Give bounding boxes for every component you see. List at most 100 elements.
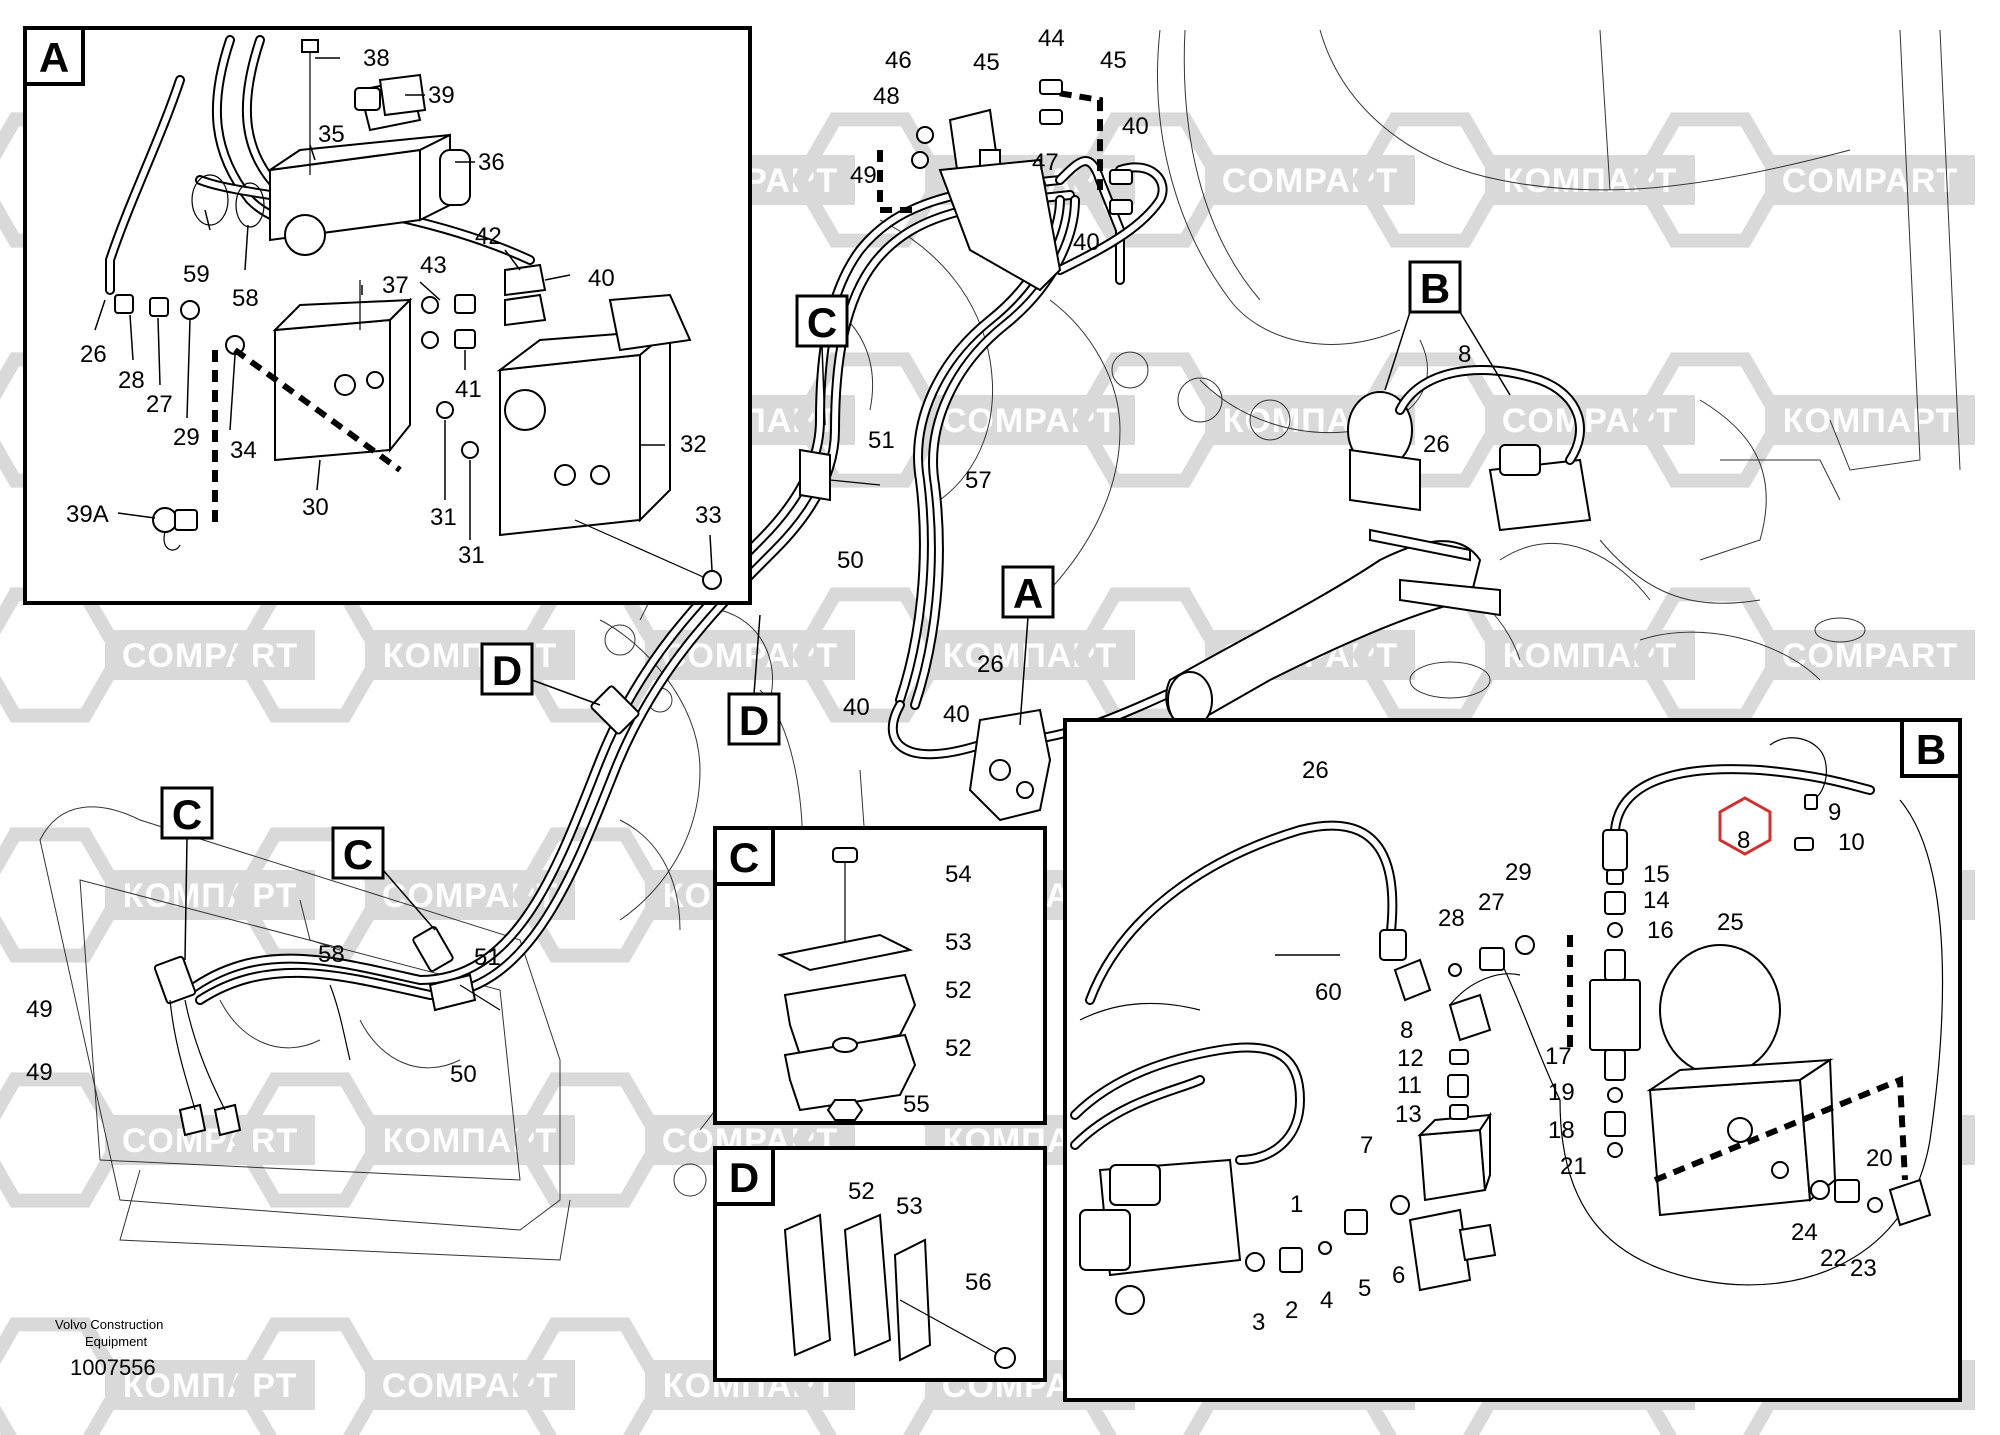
callout-b: B (1420, 265, 1450, 312)
label-50a: 50 (837, 547, 864, 574)
label-44: 44 (1038, 25, 1065, 52)
label-11: 11 (1397, 1072, 1422, 1099)
label-9: 9 (1828, 799, 1841, 826)
watermark-text: COMPART (122, 637, 298, 675)
label-26d: 26 (1302, 757, 1329, 784)
label-27b: 27 (1478, 889, 1505, 916)
upper-fittings (877, 79, 1133, 292)
part-labels: 38 39 35 36 59 58 42 43 40 37 26 28 27 2… (26, 25, 1893, 1336)
label-54: 54 (945, 861, 972, 888)
label-4: 4 (1320, 1287, 1333, 1314)
label-56: 56 (965, 1269, 992, 1296)
inset-a: A (23, 26, 752, 605)
label-52a: 52 (945, 977, 972, 1004)
label-14: 14 (1643, 887, 1670, 914)
label-49b: 49 (26, 996, 53, 1023)
label-22: 22 (1820, 1245, 1847, 1272)
watermark-badge: КОМПАРТ (791, 587, 1135, 723)
label-43: 43 (420, 252, 447, 279)
inset-d: D (713, 1146, 1047, 1382)
callout-a: A (1013, 570, 1043, 617)
inset-a-letter: A (39, 34, 69, 81)
inset-d-letter: D (729, 1154, 759, 1201)
label-36: 36 (478, 149, 505, 176)
label-40e: 40 (943, 701, 970, 728)
label-40b: 40 (1122, 113, 1149, 140)
label-60: 60 (1315, 979, 1342, 1006)
footer-doc-number: 1007556 (70, 1355, 156, 1380)
label-33: 33 (695, 502, 722, 529)
label-31b: 31 (458, 542, 485, 569)
label-20: 20 (1866, 1145, 1893, 1172)
watermark-badge: COMPART (1631, 587, 1975, 723)
label-45b: 45 (1100, 47, 1127, 74)
label-39: 39 (428, 82, 455, 109)
label-35: 35 (318, 121, 345, 148)
label-8a: 8 (1458, 341, 1471, 368)
watermark-badge: COMPART (1631, 112, 1975, 248)
label-50b: 50 (450, 1061, 477, 1088)
callout-c-lower-mid: C (343, 831, 373, 878)
label-45a: 45 (973, 49, 1000, 76)
label-26a: 26 (80, 341, 107, 368)
callout-d-mid: D (739, 697, 769, 744)
label-58a: 58 (232, 285, 259, 312)
label-38: 38 (363, 45, 390, 72)
label-49a: 49 (850, 162, 877, 189)
label-32: 32 (680, 431, 707, 458)
footer-company-line2: Equipment (85, 1334, 148, 1349)
label-48: 48 (873, 83, 900, 110)
leader-lines (94, 57, 1340, 956)
watermark-text: COMPART (1782, 637, 1958, 675)
label-31a: 31 (430, 504, 457, 531)
watermark-text: COMPART (122, 1122, 298, 1160)
label-49c: 49 (26, 1059, 53, 1086)
watermark-badge: КОМПАРТ (1631, 352, 1975, 488)
label-37: 37 (382, 272, 409, 299)
label-1: 1 (1290, 1191, 1303, 1218)
callout-c-top: C (807, 299, 837, 346)
label-42: 42 (475, 223, 502, 250)
label-17: 17 (1545, 1043, 1572, 1070)
inset-c: C (713, 826, 1047, 1125)
highlight-hexagon (1718, 796, 1772, 856)
label-24: 24 (1791, 1219, 1818, 1246)
label-27a: 27 (146, 391, 173, 418)
watermark-text: КОМПАРТ (123, 1367, 298, 1405)
label-15: 15 (1643, 861, 1670, 888)
watermark-text: КОМПАРТ (123, 877, 298, 915)
callout-d-lower: D (492, 647, 522, 694)
label-52c: 52 (848, 1178, 875, 1205)
footer-company-line1: Volvo Construction (55, 1317, 163, 1332)
label-2: 2 (1285, 1297, 1298, 1324)
label-21: 21 (1560, 1153, 1587, 1180)
label-3: 3 (1252, 1309, 1265, 1336)
label-19: 19 (1548, 1079, 1575, 1106)
label-13: 13 (1395, 1101, 1422, 1128)
label-46: 46 (885, 47, 912, 74)
watermark-badge: COMPART (0, 1072, 315, 1208)
label-41: 41 (455, 376, 482, 403)
footer: Volvo Construction Equipment 1007556 (55, 1317, 163, 1380)
label-18: 18 (1548, 1117, 1575, 1144)
label-23: 23 (1850, 1255, 1877, 1282)
label-40d: 40 (843, 694, 870, 721)
watermark-badge: КОМПАРТ (231, 1072, 575, 1208)
label-28b: 28 (1438, 905, 1465, 932)
label-5: 5 (1358, 1275, 1371, 1302)
watermark-text: COMPART (1782, 162, 1958, 200)
label-34: 34 (230, 437, 257, 464)
watermark-badge: КОМПАРТ (0, 1317, 315, 1435)
label-16: 16 (1647, 917, 1674, 944)
label-26c: 26 (977, 651, 1004, 678)
watermark-badge: COMPART (1071, 112, 1415, 248)
label-28a: 28 (118, 367, 145, 394)
label-12: 12 (1397, 1045, 1424, 1072)
label-40a: 40 (588, 265, 615, 292)
label-8-highlight: 8 (1737, 827, 1750, 854)
label-7: 7 (1360, 1132, 1373, 1159)
watermark-badge: COMPART (231, 827, 575, 963)
label-51b: 51 (474, 944, 501, 971)
